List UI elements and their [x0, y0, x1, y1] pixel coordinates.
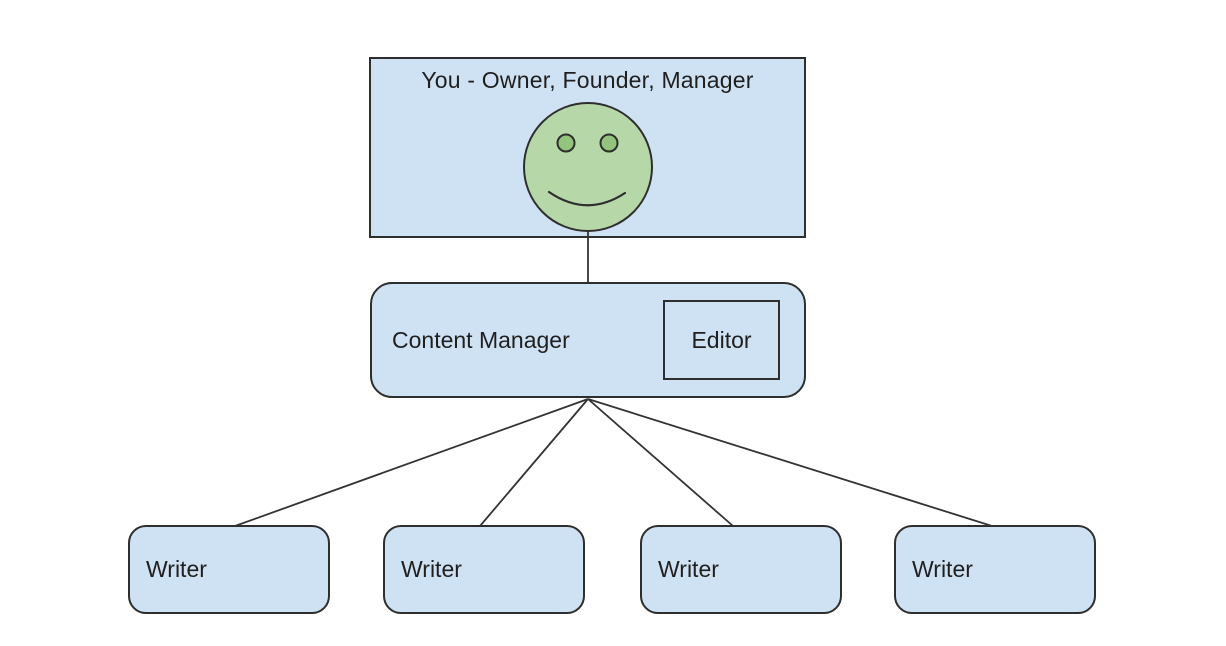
writer-box-4: Writer [894, 525, 1096, 614]
writer-label: Writer [658, 556, 719, 582]
connector-line-manager-to-writer-2 [479, 398, 589, 527]
writer-box-3: Writer [640, 525, 842, 614]
editor-badge-label: Editor [691, 326, 752, 353]
content-manager-box: Content Manager Editor [370, 282, 806, 398]
writer-box-2: Writer [383, 525, 585, 614]
owner-box-label: You - Owner, Founder, Manager [421, 67, 754, 93]
writer-box-1: Writer [128, 525, 330, 614]
writer-label: Writer [401, 556, 462, 582]
connector-line-manager-to-writer-4 [587, 398, 993, 527]
connector-line-manager-to-writer-1 [234, 398, 589, 527]
connector-line-manager-to-writer-3 [587, 398, 734, 527]
owner-box: You - Owner, Founder, Manager [369, 57, 806, 238]
editor-badge-box: Editor [663, 300, 780, 380]
writer-label: Writer [912, 556, 973, 582]
content-manager-label: Content Manager [392, 326, 570, 353]
writer-label: Writer [146, 556, 207, 582]
